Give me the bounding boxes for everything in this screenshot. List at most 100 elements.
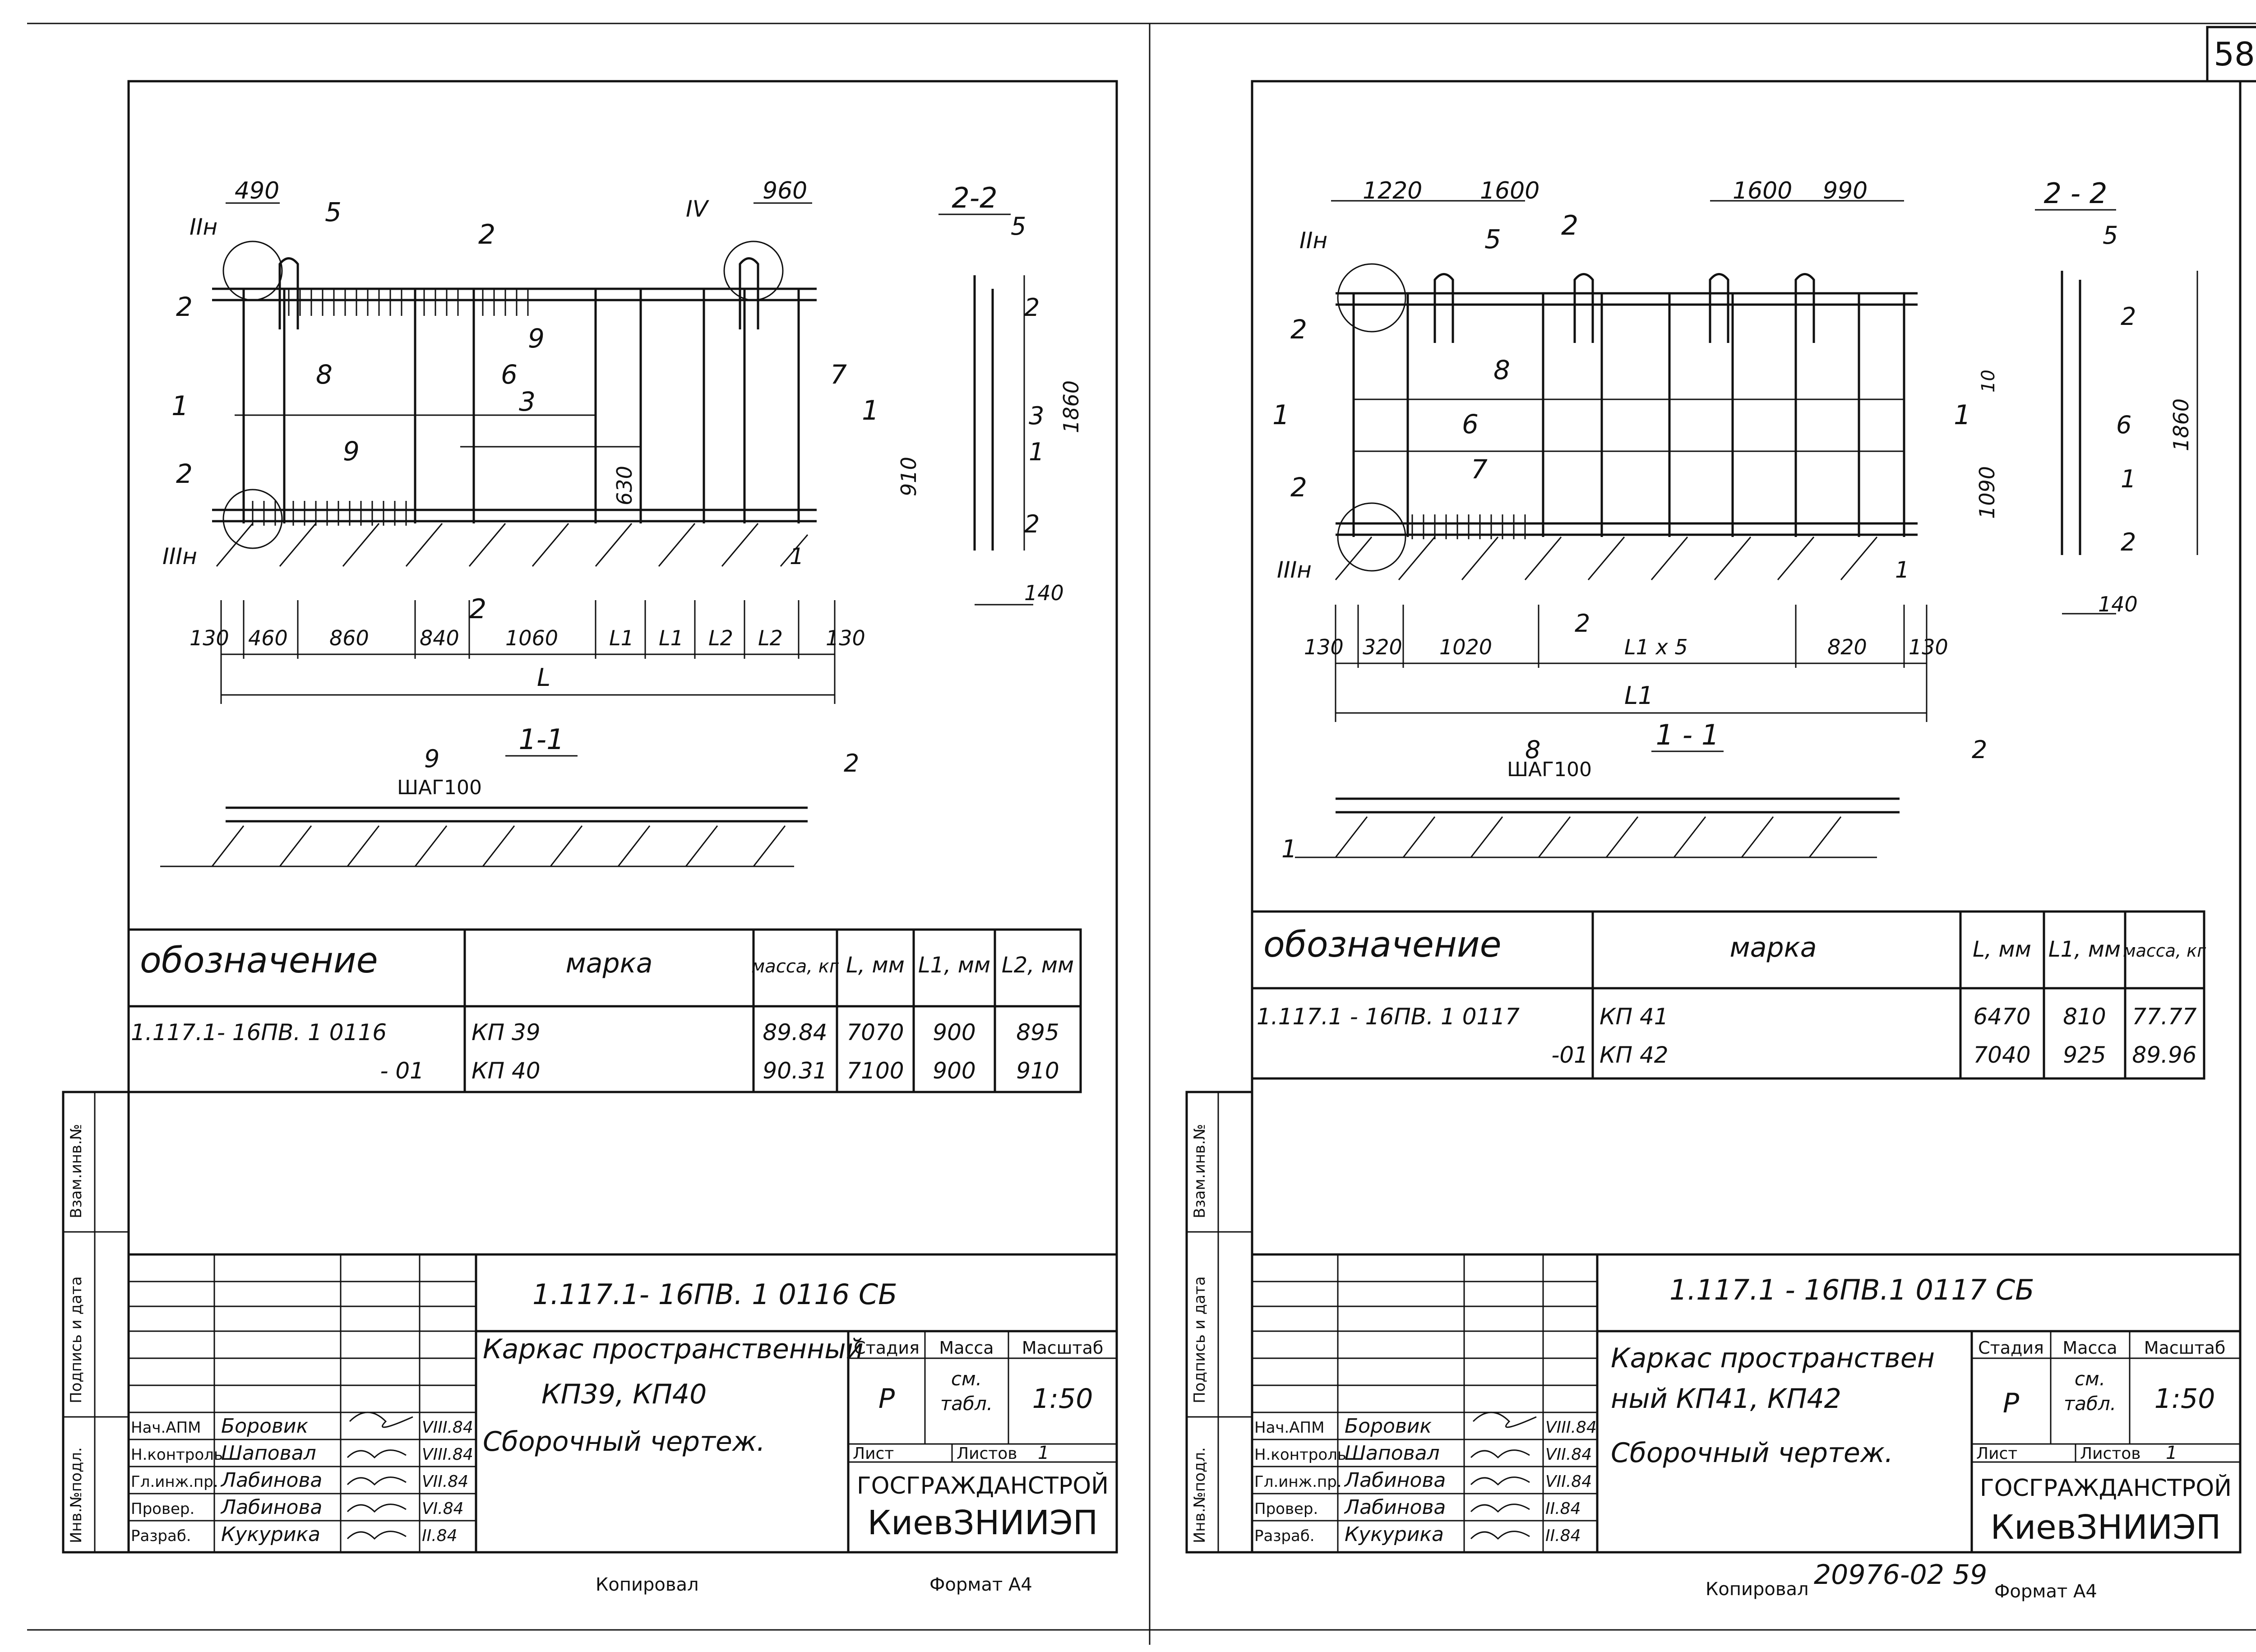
left-sheet: Взам.инв.№ Подпись и дата Инв.№подл. [62, 80, 1118, 1595]
dim-130-b: 130 [1909, 635, 1948, 659]
side-label-inventory: Инв.№подл. [67, 1447, 85, 1543]
left-title-block: 1.117.1- 16ПВ. 1 0116 СБ Каркас простран… [127, 1253, 1118, 1554]
td-mark: КП 39 [472, 1019, 541, 1046]
cut-2-top: 2 [478, 219, 495, 250]
signer-role: Нач.АПМ [1254, 1419, 1324, 1437]
td-L: 7070 [846, 1019, 904, 1046]
left-lifting-loop [278, 257, 299, 329]
left-elevation: IIн IIIн IV 490 960 5 2 9 8 6 3 7 2 2 9 … [162, 177, 921, 625]
pos-2-sec-b: 2 [1024, 510, 1040, 538]
left-top-stirrups [288, 289, 529, 316]
left-title-1: Каркас пространственный [483, 1333, 864, 1365]
signature-mark [1470, 1504, 1530, 1513]
right-title-block: 1.117.1 - 16ПВ.1 0117 СБ Каркас простран… [1251, 1253, 2242, 1554]
right-lifting-loop [1573, 273, 1594, 343]
dim-1600-b: 1600 [1733, 177, 1792, 204]
signer-name: Лабинова [220, 1469, 322, 1492]
th-mass: масса, кг [2123, 941, 2206, 961]
signer-role: Нач.АПМ [131, 1419, 201, 1437]
signer-name: Лабинова [1344, 1469, 1446, 1492]
signer-role: Н.контроль [131, 1446, 223, 1464]
th-L: L, мм [846, 953, 905, 978]
right-spec-table: обозначение марка L, мм L1, мм масса, кг… [1251, 910, 2206, 1080]
td-L2: 895 [1016, 1019, 1059, 1046]
pos-2-sec: 2 [2121, 302, 2136, 331]
right-lifting-loop [1433, 273, 1454, 343]
stage-header: Стадия [854, 1338, 920, 1358]
signer-role: Разраб. [131, 1527, 191, 1545]
pos-5-sec: 5 [2103, 221, 2118, 250]
right-hatch [1335, 537, 1878, 580]
dim-860: 860 [329, 626, 369, 650]
pos-8: 8 [316, 359, 333, 390]
td-designation: 1.117.1- 16ПВ. 1 0116 [131, 1019, 387, 1046]
th-designation: обозначение [1263, 925, 1502, 965]
th-L: L, мм [1973, 937, 2031, 962]
right-title-3: Сборочный чертеж. [1611, 1437, 1893, 1469]
dim-1600-a: 1600 [1480, 177, 1539, 204]
node-label-IV: IV [686, 196, 710, 222]
signer-name: Шаповал [1345, 1442, 1440, 1465]
td-L1: 810 [2063, 1004, 2106, 1030]
org-1: ГОСГРАЖДАНСТРОЙ [857, 1472, 1109, 1499]
side-label-replaced: Взам.инв.№ [67, 1124, 85, 1218]
dim-910: 910 [897, 457, 921, 496]
sheets-label: Листов [957, 1444, 1017, 1463]
td-mass: 89.84 [763, 1019, 827, 1046]
dim-130-a: 130 [190, 626, 229, 650]
pos-2-sec-b: 2 [2121, 528, 2136, 556]
signers-left: Нач.АПМ Боровик VIII.84 Н.контроль Шапов… [131, 1411, 473, 1546]
signer-date: VIII.84 [422, 1418, 473, 1437]
th-L1: L1, мм [918, 953, 990, 978]
signature-mark [1470, 1476, 1530, 1486]
pos-9: 9 [528, 323, 545, 354]
left-spec-table: обозначение марка масса, кг L, мм L1, мм… [127, 928, 1082, 1093]
right-section-2-2: 2 - 2 1860 140 5 2 6 1 2 [2035, 177, 2198, 616]
pos-3-sec: 3 [1029, 402, 1044, 430]
dim-1020: 1020 [1439, 635, 1492, 659]
td-designation: 1.117.1 - 16ПВ. 1 0117 [1257, 1004, 1520, 1030]
th-mark: марка [1729, 932, 1817, 963]
pos-6: 6 [1462, 409, 1479, 440]
signer-date: VIII.84 [422, 1445, 473, 1464]
pos-2-top: 2 [1290, 314, 1307, 345]
td-L1: 900 [933, 1058, 975, 1084]
dim-L2-b: L2 [758, 626, 783, 650]
cut-2-bottom: 2 [469, 593, 486, 625]
signer-name: Шаповал [221, 1442, 316, 1465]
node-label-IIn: IIн [190, 214, 217, 240]
dim-630: 630 [612, 466, 637, 505]
td-L1: 900 [933, 1019, 975, 1046]
td-designation: -01 [1551, 1042, 1588, 1068]
scale-header: Масштаб [2144, 1338, 2226, 1358]
cut-1-right: 1 [862, 395, 879, 426]
node-label-IIn: IIн [1299, 227, 1327, 254]
table-row: - 01 КП 40 90.31 7100 900 910 [380, 1058, 1059, 1084]
dim-1090: 1090 [1975, 466, 1999, 519]
left-doc-code: 1.117.1- 16ПВ. 1 0116 СБ [532, 1278, 897, 1311]
pos-3: 3 [519, 386, 536, 417]
table-row: -01 КП 42 7040 925 89.96 [1551, 1042, 2196, 1068]
cut-1-right: 1 [1954, 399, 1971, 431]
right-bottom-stirrups [1411, 514, 1526, 539]
side-label-signature: Подпись и дата [67, 1276, 85, 1403]
left-dimensions: 130 460 860 840 1060 L1 L1 L2 L2 130 L [190, 600, 865, 704]
dim-130-a: 130 [1304, 635, 1344, 659]
dim-320: 320 [1363, 635, 1402, 659]
right-doc-code: 1.117.1 - 16ПВ.1 0117 СБ [1669, 1273, 2034, 1306]
dim-990: 990 [1823, 177, 1868, 204]
node-label-IIIn: IIIн [162, 543, 197, 569]
table-row: 1.117.1- 16ПВ. 1 0116 КП 39 89.84 7070 9… [131, 1019, 1059, 1046]
signature-mark [1470, 1531, 1530, 1540]
dim-1860: 1860 [1059, 380, 1083, 433]
dim-140: 140 [1024, 581, 1064, 605]
dim-L1-a: L1 [609, 626, 634, 650]
td-L: 6470 [1973, 1004, 2030, 1030]
dim-130-b: 130 [826, 626, 865, 650]
left-lifting-loop-2 [739, 257, 759, 329]
dim-1060: 1060 [505, 626, 558, 650]
signer-date: II.84 [1545, 1499, 1581, 1518]
signer-role: Гл.инж.пр. [1254, 1473, 1342, 1491]
